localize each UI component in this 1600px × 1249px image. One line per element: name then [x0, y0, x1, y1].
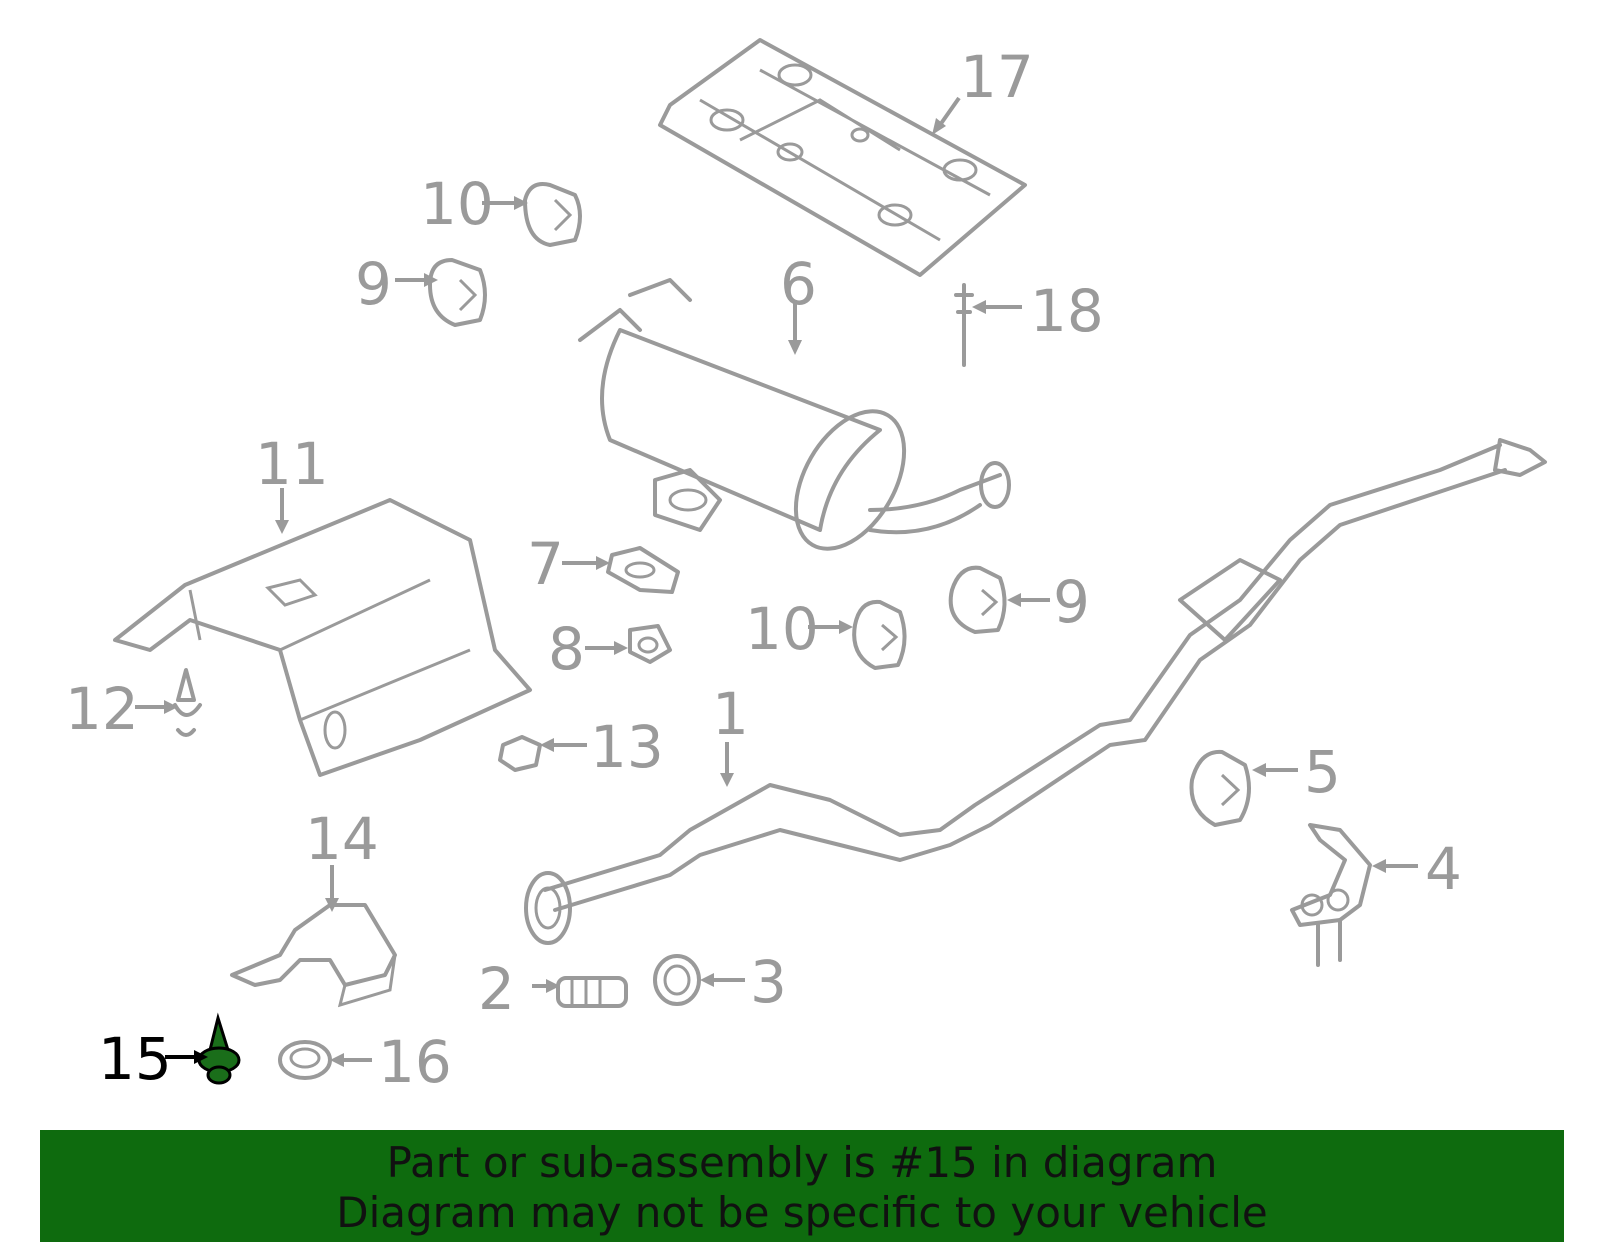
hanger-part-9-upper	[428, 258, 487, 327]
callout-8[interactable]: 8	[548, 615, 585, 683]
leader-arrows	[135, 96, 1418, 1067]
pipe-part-2	[556, 976, 628, 1008]
callout-13[interactable]: 13	[590, 713, 664, 781]
callout-9-lower[interactable]: 9	[1053, 568, 1090, 636]
heat-shield-part-11	[113, 498, 532, 777]
grommet-part-3	[653, 954, 701, 1006]
callout-17[interactable]: 17	[960, 43, 1034, 111]
part-info-banner: Part or sub-assembly is #15 in diagram D…	[40, 1130, 1564, 1242]
callout-15-highlighted[interactable]: 15	[98, 1025, 172, 1093]
hanger-part-10-lower	[852, 599, 907, 670]
callout-14[interactable]: 14	[305, 805, 379, 873]
nut-part-13	[498, 735, 542, 772]
bracket-part-14	[230, 903, 397, 1008]
callout-2[interactable]: 2	[478, 955, 515, 1023]
muffler-part-6	[578, 278, 1011, 551]
clip-part-12	[173, 668, 202, 737]
exhaust-parts-diagram: 17 6 10 9 18 11 7 9 10 8 12 13 1 5 14 4 …	[65, 38, 1547, 1096]
bolt-part-18	[954, 283, 974, 367]
callout-9-upper[interactable]: 9	[355, 250, 392, 318]
banner-part-line: Part or sub-assembly is #15 in diagram	[386, 1138, 1218, 1187]
callout-3[interactable]: 3	[750, 948, 787, 1016]
exhaust-pipe-part-1	[524, 438, 1547, 945]
heat-shield-upper-part-17	[658, 38, 1027, 277]
callout-10-upper[interactable]: 10	[420, 170, 494, 238]
bracket-part-4	[1290, 823, 1372, 967]
cap-part-16	[278, 1040, 332, 1080]
callout-12[interactable]: 12	[65, 675, 139, 743]
hanger-part-5	[1189, 749, 1251, 827]
callout-5[interactable]: 5	[1304, 738, 1341, 806]
banner-disclaimer-line: Diagram may not be specific to your vehi…	[336, 1188, 1268, 1237]
callout-6[interactable]: 6	[780, 250, 817, 318]
callout-4[interactable]: 4	[1425, 835, 1462, 903]
callout-1[interactable]: 1	[712, 680, 749, 748]
callout-7[interactable]: 7	[527, 530, 564, 598]
hanger-part-10-upper	[523, 182, 582, 247]
callout-10-lower[interactable]: 10	[745, 595, 819, 663]
callout-16[interactable]: 16	[378, 1028, 452, 1096]
clip-part-15-highlighted[interactable]	[197, 1012, 241, 1085]
diagram-drawing	[113, 38, 1547, 1085]
gasket-part-7	[606, 546, 680, 594]
hanger-part-9-lower	[948, 565, 1007, 634]
callout-11[interactable]: 11	[255, 430, 329, 498]
callout-18[interactable]: 18	[1030, 277, 1104, 345]
nut-part-8	[628, 624, 672, 664]
